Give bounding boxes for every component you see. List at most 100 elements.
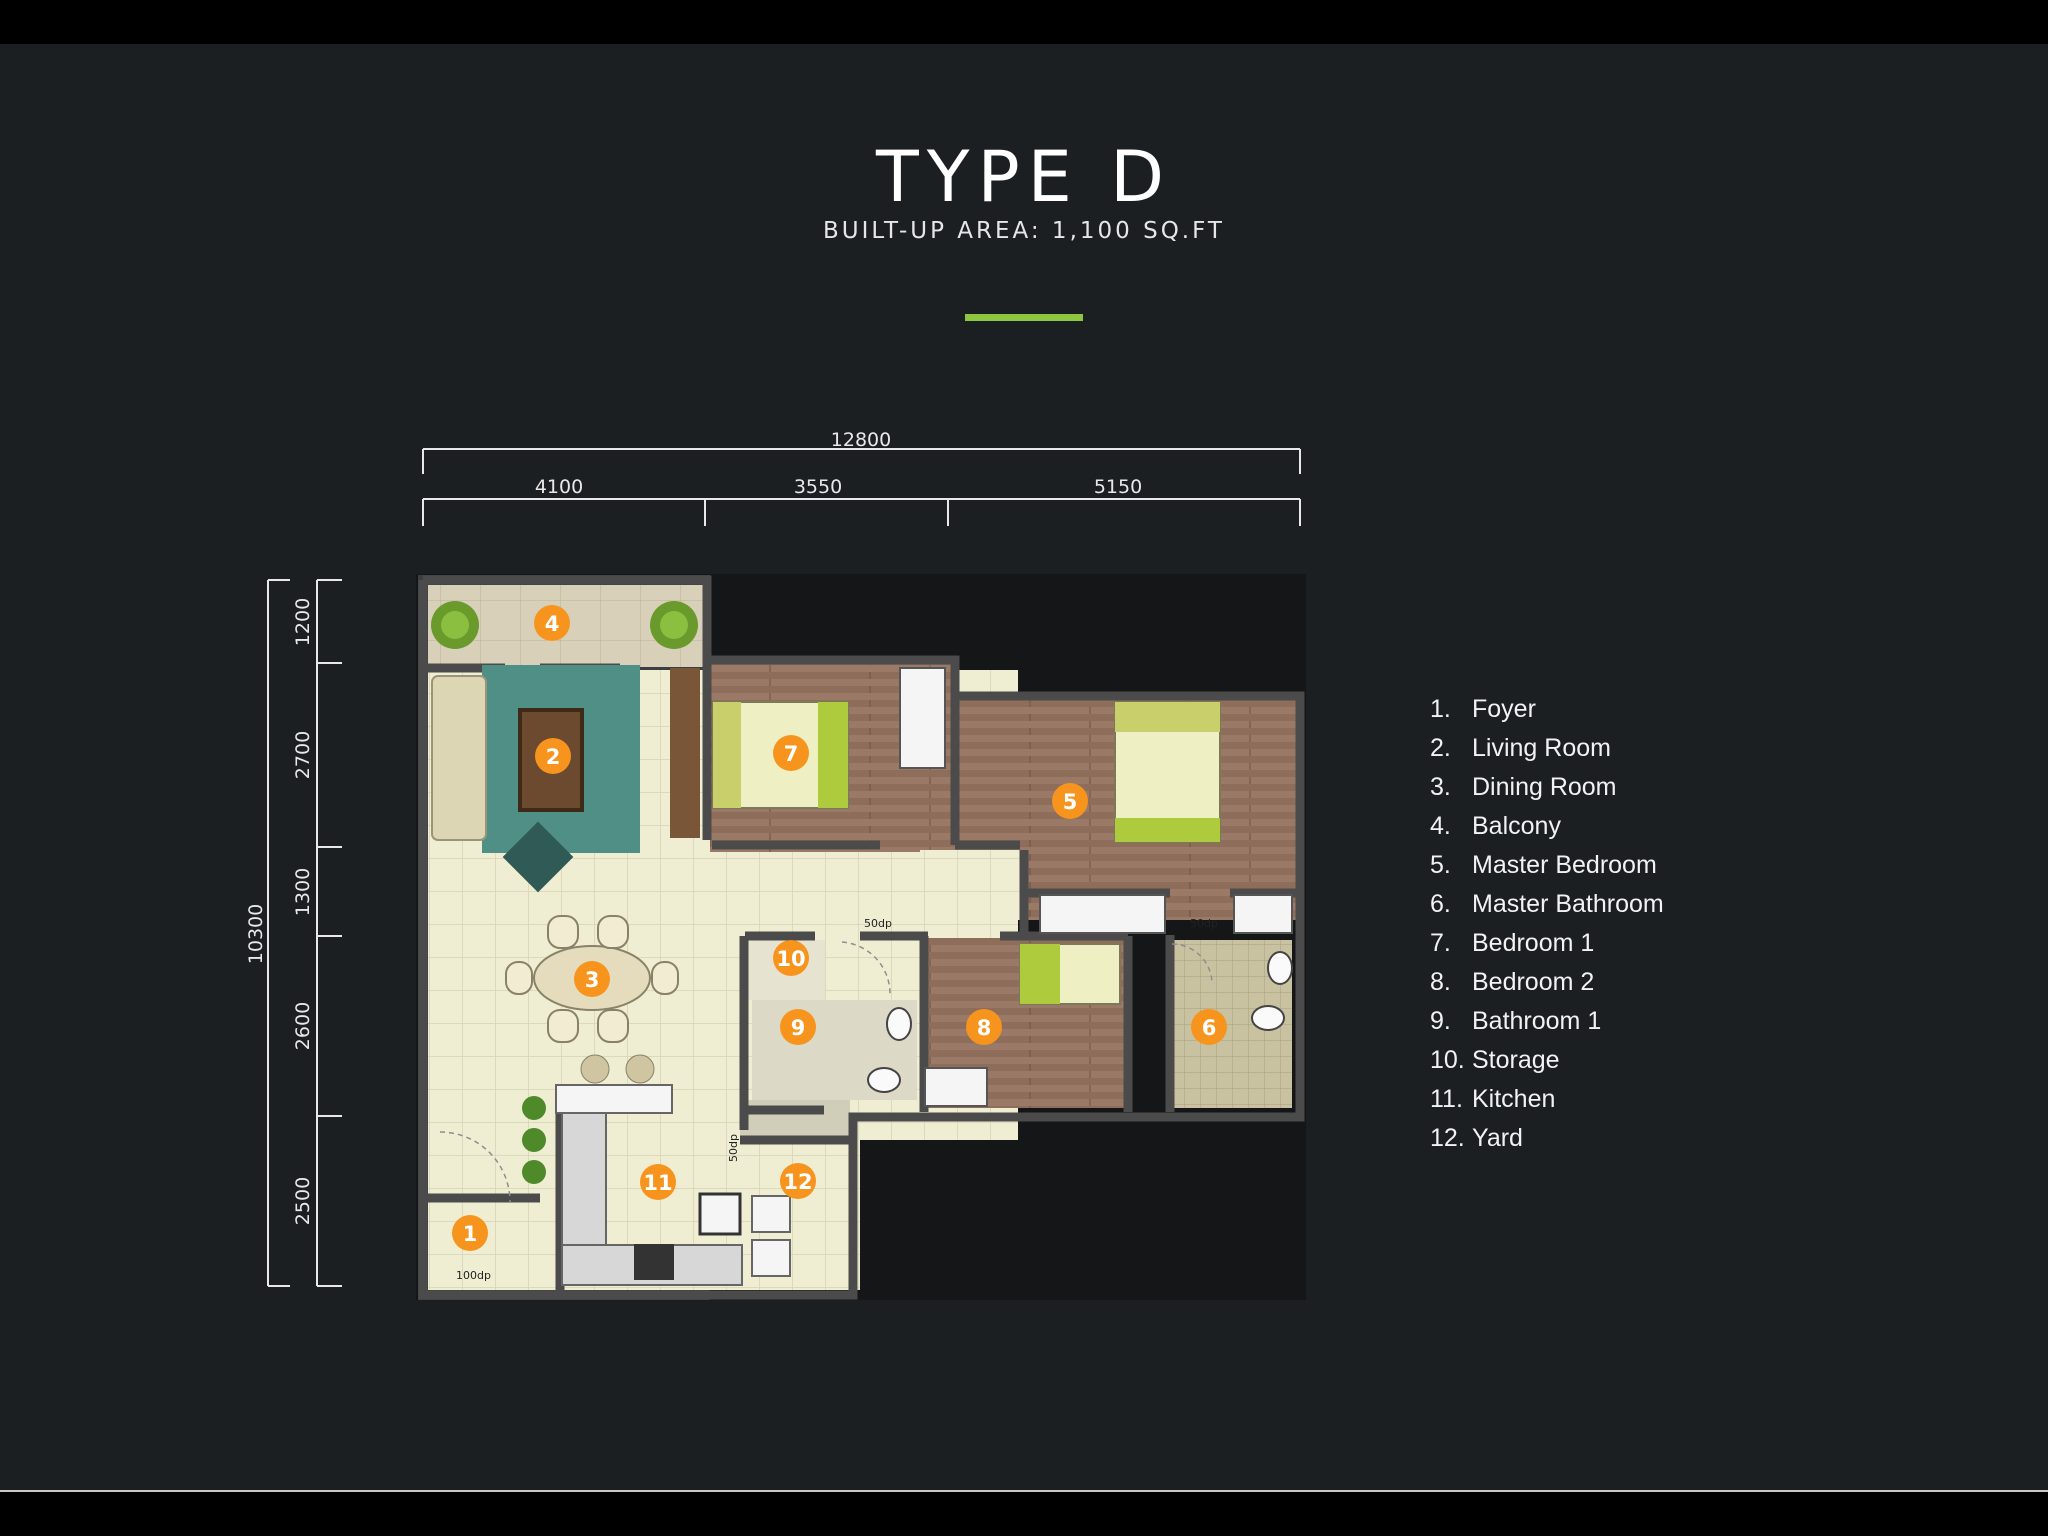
legend-item: 7. Bedroom 1	[1430, 924, 1664, 963]
sofa	[431, 675, 487, 841]
basin-icon	[1267, 951, 1293, 985]
toilet-icon	[867, 1067, 901, 1093]
legend-number: 12.	[1430, 1124, 1465, 1152]
svg-text:6: 6	[1202, 1016, 1217, 1040]
width-segment-2-label: 3550	[794, 476, 842, 498]
legend-label: Bedroom 2	[1472, 968, 1595, 996]
room-markers: 1 2 3 4 5 6 7 8 9 10 11 12	[452, 605, 1227, 1251]
legend-label: Kitchen	[1472, 1085, 1556, 1113]
svg-text:11: 11	[643, 1171, 672, 1195]
width-segment-3-label: 5150	[1094, 476, 1142, 498]
depth-segment-1-label: 1200	[292, 598, 314, 646]
room-marker-7: 7	[773, 735, 809, 771]
room-marker-9: 9	[780, 1009, 816, 1045]
svg-text:1: 1	[463, 1222, 478, 1246]
legend-label: Foyer	[1472, 695, 1536, 723]
legend-number: 6.	[1430, 890, 1451, 918]
depth-segment-5-label: 2500	[292, 1177, 314, 1225]
legend-item: 5. Master Bedroom	[1430, 846, 1664, 885]
door-note-master: 50dp	[1190, 917, 1218, 930]
room-marker-4: 4	[534, 605, 570, 641]
accent-divider	[965, 314, 1083, 321]
legend-number: 8.	[1430, 968, 1451, 996]
washer	[751, 1195, 791, 1233]
legend-label: Yard	[1472, 1124, 1523, 1152]
svg-text:10: 10	[776, 947, 805, 971]
toilet-icon	[1251, 1005, 1285, 1031]
room-marker-2: 2	[535, 738, 571, 774]
legend-number: 10.	[1430, 1046, 1465, 1074]
room-marker-3: 3	[574, 961, 610, 997]
legend-item: 1. Foyer	[1430, 690, 1664, 729]
legend-label: Bathroom 1	[1472, 1007, 1602, 1035]
ottoman	[502, 821, 574, 893]
kitchen-sink	[698, 1192, 742, 1236]
legend-item: 2. Living Room	[1430, 729, 1664, 768]
door-note-main: 100dp	[456, 1269, 491, 1282]
overall-depth-label: 10300	[245, 904, 267, 964]
legend-label: Dining Room	[1472, 773, 1617, 801]
kitchen-counter	[555, 1084, 673, 1114]
legend-number: 5.	[1430, 851, 1451, 879]
dryer	[751, 1239, 791, 1277]
legend-number: 7.	[1430, 929, 1451, 957]
unit-type-title: TYPE D	[875, 136, 1173, 218]
dimension-labels: 12800 4100 3550 5150 10300 1200 2700 130…	[245, 429, 1142, 1225]
legend-label: Storage	[1472, 1046, 1560, 1074]
room-marker-12: 12	[780, 1163, 816, 1199]
room-marker-11: 11	[640, 1164, 676, 1200]
svg-text:5: 5	[1063, 790, 1078, 814]
legend-item: 3. Dining Room	[1430, 768, 1664, 807]
door-note-dining: 50dp	[864, 917, 892, 930]
door-note-kitchen: 50dp	[727, 1134, 740, 1162]
dimension-lines	[267, 448, 1301, 1287]
depth-segment-4-label: 2600	[292, 1002, 314, 1050]
legend-item: 9. Bathroom 1	[1430, 1002, 1664, 1041]
room-marker-8: 8	[966, 1009, 1002, 1045]
room-legend: 1. Foyer 2. Living Room 3. Dining Room 4. Ba…	[1430, 690, 1664, 1158]
tv-console	[670, 668, 700, 838]
legend-number: 3.	[1430, 773, 1451, 801]
legend-label: Balcony	[1472, 812, 1561, 840]
legend-number: 2.	[1430, 734, 1451, 762]
svg-text:2: 2	[546, 745, 561, 769]
door-swings	[439, 941, 1213, 1203]
room-marker-1: 1	[452, 1215, 488, 1251]
svg-text:7: 7	[784, 742, 799, 766]
master-wardrobe	[1039, 894, 1166, 934]
svg-text:8: 8	[977, 1016, 992, 1040]
legend-number: 4.	[1430, 812, 1451, 840]
legend-label: Master Bathroom	[1472, 890, 1664, 918]
legend-number: 1.	[1430, 695, 1451, 723]
room-marker-5: 5	[1052, 783, 1088, 819]
legend-label: Bedroom 1	[1472, 929, 1595, 957]
wardrobe-2	[924, 1067, 988, 1107]
legend-item: 6. Master Bathroom	[1430, 885, 1664, 924]
legend-item: 10.Storage	[1430, 1041, 1664, 1080]
svg-text:9: 9	[791, 1016, 806, 1040]
wardrobe-1	[899, 667, 946, 769]
svg-text:4: 4	[545, 612, 560, 636]
svg-text:12: 12	[783, 1170, 812, 1194]
door-notes: 100dp 50dp 50dp 50dp	[456, 917, 1218, 1282]
depth-segment-2-label: 2700	[292, 731, 314, 779]
legend-item: 12.Yard	[1430, 1119, 1664, 1158]
overall-width-label: 12800	[831, 429, 891, 451]
depth-segment-3-label: 1300	[292, 868, 314, 916]
basin-icon	[886, 1007, 912, 1041]
legend-label: Master Bedroom	[1472, 851, 1657, 879]
furniture	[431, 601, 1293, 1286]
width-segment-1-label: 4100	[535, 476, 583, 498]
legend-item: 4. Balcony	[1430, 807, 1664, 846]
built-up-area-subtitle: BUILT-UP AREA: 1,100 SQ.FT	[823, 218, 1225, 244]
room-marker-10: 10	[773, 940, 809, 976]
svg-text:3: 3	[585, 968, 600, 992]
legend-label: Living Room	[1472, 734, 1611, 762]
legend-item: 8. Bedroom 2	[1430, 963, 1664, 1002]
legend-number: 9.	[1430, 1007, 1451, 1035]
room-marker-6: 6	[1191, 1009, 1227, 1045]
stove	[634, 1244, 674, 1280]
legend-item: 11. Kitchen	[1430, 1080, 1664, 1119]
legend-number: 11.	[1430, 1085, 1463, 1113]
